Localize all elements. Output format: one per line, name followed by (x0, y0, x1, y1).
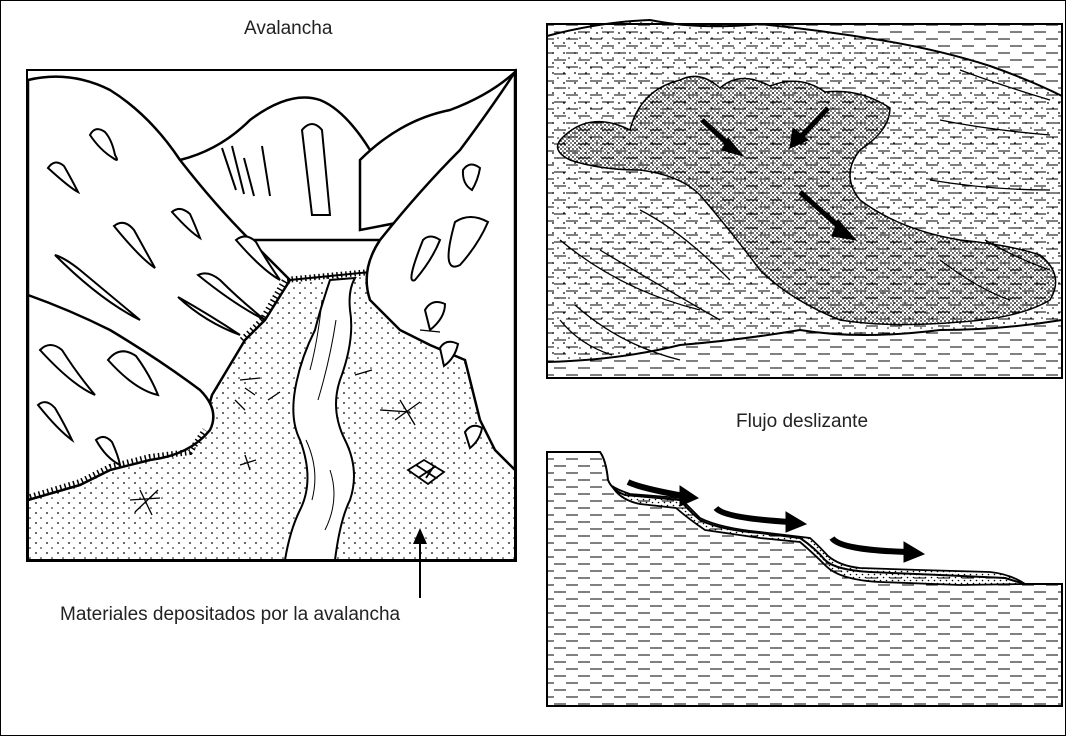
flow-cross-section (547, 452, 1062, 706)
deposited-materials-label: Materiales depositados por la avalancha (60, 604, 400, 626)
sliding-flow-title: Flujo deslizante (736, 411, 868, 433)
flow-plan-view (547, 20, 1062, 378)
avalanche-title: Avalancha (244, 18, 332, 40)
avalanche-illustration (27, 70, 516, 598)
